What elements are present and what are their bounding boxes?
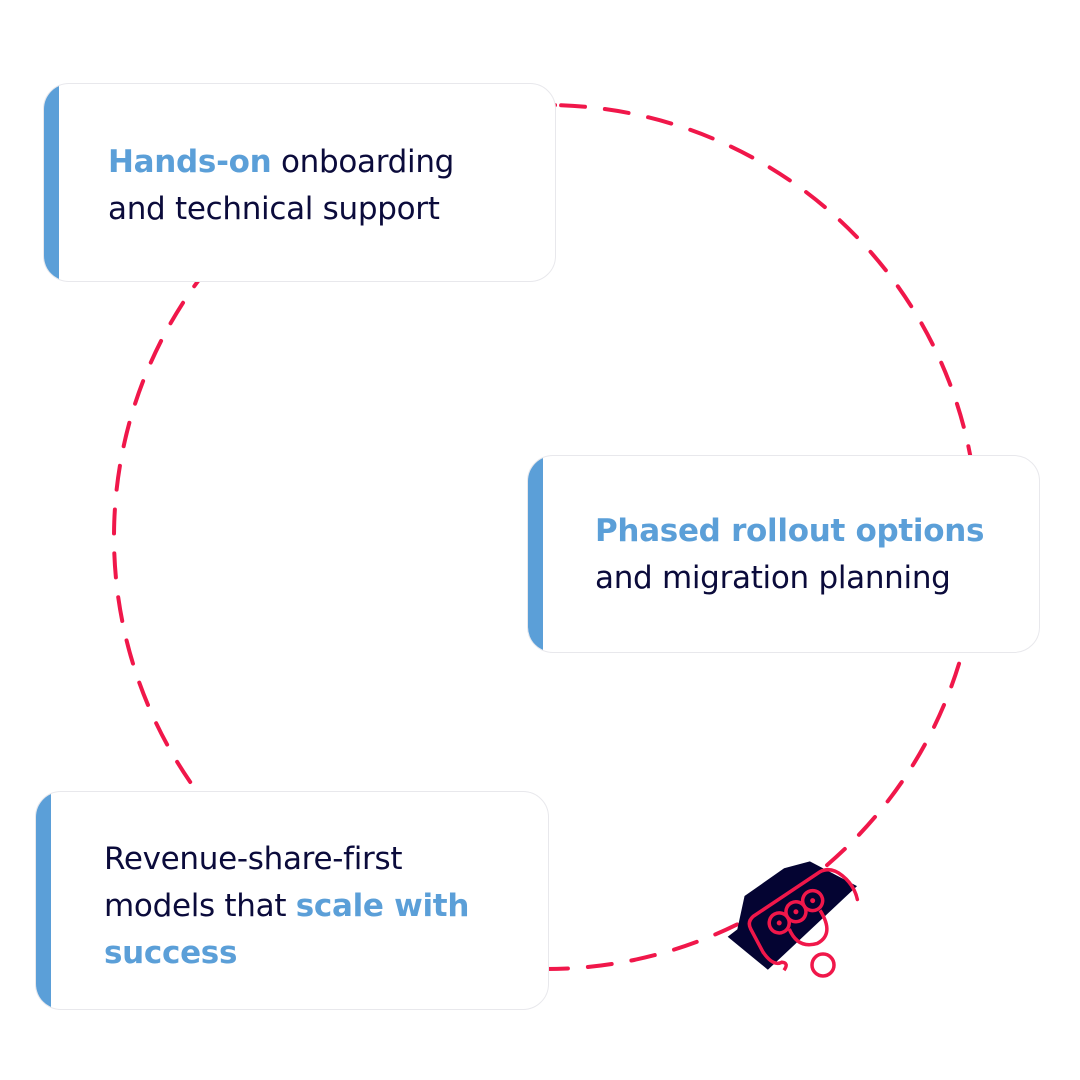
card-onboarding-support: Hands-on onboarding and technical suppor… xyxy=(43,83,556,282)
card-accent-bar xyxy=(44,84,59,281)
card-highlight-line3: success xyxy=(104,935,238,971)
card-accent-bar xyxy=(528,456,543,652)
card-text: Phased rollout options and migration pla… xyxy=(595,508,984,602)
card-text-line1: Revenue-share-first xyxy=(104,841,403,877)
card-text: Revenue-share-first models that scale wi… xyxy=(104,836,469,977)
ticket-with-circles-icon xyxy=(727,861,860,978)
card-text-line2: models that xyxy=(104,888,296,924)
badge-outline xyxy=(747,867,860,954)
card-accent-bar xyxy=(36,792,51,1009)
card-highlight: scale with xyxy=(295,888,470,924)
card-text-rest: onboarding xyxy=(271,144,455,180)
card-phased-rollout: Phased rollout options and migration pla… xyxy=(527,455,1040,653)
card-text-line2: and migration planning xyxy=(595,560,951,596)
card-revenue-share: Revenue-share-first models that scale wi… xyxy=(35,791,549,1010)
card-text-line2: and technical support xyxy=(108,191,440,227)
card-text: Hands-on onboarding and technical suppor… xyxy=(108,139,454,233)
badge-shape xyxy=(727,861,858,970)
card-highlight: Phased rollout options xyxy=(595,513,985,549)
badge-small-circle xyxy=(810,952,836,978)
card-highlight: Hands-on xyxy=(108,144,272,180)
